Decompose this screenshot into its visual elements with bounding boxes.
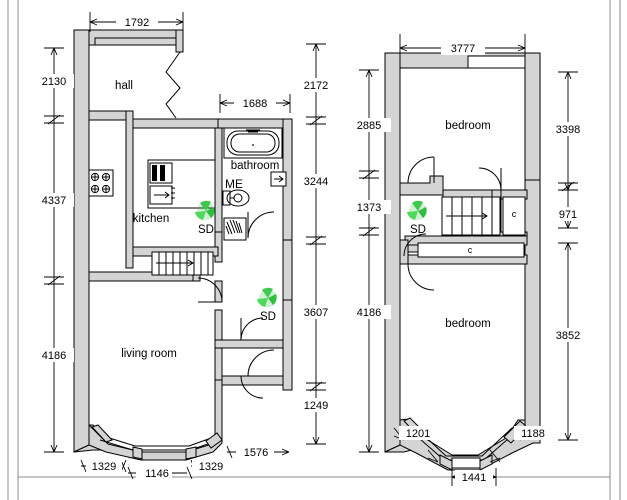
cupboard-upper-label: c [512, 209, 517, 219]
meter-label-me: ME [225, 177, 243, 191]
dimension-value: 3777 [451, 43, 475, 55]
room-label-bedroom-rear: bedroom [445, 120, 490, 132]
room-label-living-room: living room [121, 348, 177, 360]
ground-floor-staircase [151, 251, 214, 276]
dimension-value: 4186 [42, 350, 66, 362]
dimension-value: 1188 [521, 428, 545, 440]
smoke-alarm-hall-label: SD [260, 311, 276, 323]
dimension-value: 1201 [406, 428, 430, 440]
smoke-alarm-kitchen [195, 200, 215, 220]
dimension-value: 1688 [243, 98, 267, 110]
cupboard-lower [417, 242, 525, 258]
dimension-value: 1792 [125, 17, 149, 29]
bathtub [223, 127, 283, 159]
dimension-value: 2130 [42, 76, 66, 88]
dimension-value: 1576 [244, 447, 268, 459]
ground-floor-walls [73, 29, 293, 461]
dimension-value: 1146 [145, 468, 169, 480]
room-label-bathroom: bathroom [231, 160, 280, 172]
smoke-alarm-landing [407, 200, 427, 220]
dimension-value: 1329 [199, 461, 223, 473]
room-label-kitchen: kitchen [133, 213, 169, 225]
kitchen-sink-unit [147, 159, 216, 209]
dimension-hall-width: 1792 [89, 12, 184, 32]
dimension-chain-right-first: 3398 971 3852 [546, 71, 590, 441]
first-floor-staircase [441, 196, 501, 236]
dimension-bathroom-width: 1688 [219, 94, 291, 113]
dimension-value: 3852 [556, 330, 580, 342]
room-label-bedroom-front: bedroom [445, 318, 490, 330]
ground-floor-doors [197, 211, 275, 399]
smoke-alarm-landing-label: SD [410, 224, 426, 236]
dimension-value: 3607 [304, 307, 328, 319]
smoke-alarm-kitchen-label: SD [198, 224, 214, 236]
wash-basin [223, 217, 247, 241]
dimension-value: 3398 [556, 124, 580, 136]
dimension-value: 1249 [304, 400, 328, 412]
dimension-value: 971 [559, 209, 577, 221]
dimension-value: 1329 [92, 461, 116, 473]
dimension-value: 4337 [42, 195, 66, 207]
dimension-chain-bottom-first: 1201 1441 1188 [393, 426, 552, 486]
dimension-chain-bottom-ground: 1329 1146 1329 1576 [80, 445, 290, 480]
room-label-hall: hall [115, 80, 133, 92]
cupboard-upper [502, 196, 526, 236]
first-floor-doors [403, 156, 502, 291]
dimension-chain-right-ground: 2172 3244 3607 1249 [296, 43, 336, 445]
dimension-chain-left-ground: 2130 4337 4186 [34, 47, 74, 453]
bathroom-window [270, 171, 287, 187]
first-floor-plan: c c SD bedroom bedroom [347, 34, 590, 486]
toilet-wc [222, 189, 250, 207]
dimension-value: 2172 [304, 80, 328, 92]
cupboard-lower-label: c [468, 245, 473, 255]
ground-floor-plan: SD SD hall kitchen bathroom living room … [34, 12, 336, 480]
dimension-value: 1373 [357, 202, 381, 214]
dimension-value: 1441 [462, 472, 486, 484]
dimension-value: 2885 [357, 120, 381, 132]
sheet-border [7, 0, 621, 500]
kitchen-hob [88, 169, 114, 197]
hall-break-line [165, 51, 181, 119]
dimension-overall-width-first: 3777 [399, 34, 526, 58]
dimension-chain-left-first: 2885 1373 4186 [347, 69, 391, 453]
smoke-alarm-hall [257, 287, 277, 307]
dimension-value: 3244 [304, 176, 328, 188]
dimension-value: 4186 [357, 307, 381, 319]
first-floor-walls [384, 52, 541, 471]
